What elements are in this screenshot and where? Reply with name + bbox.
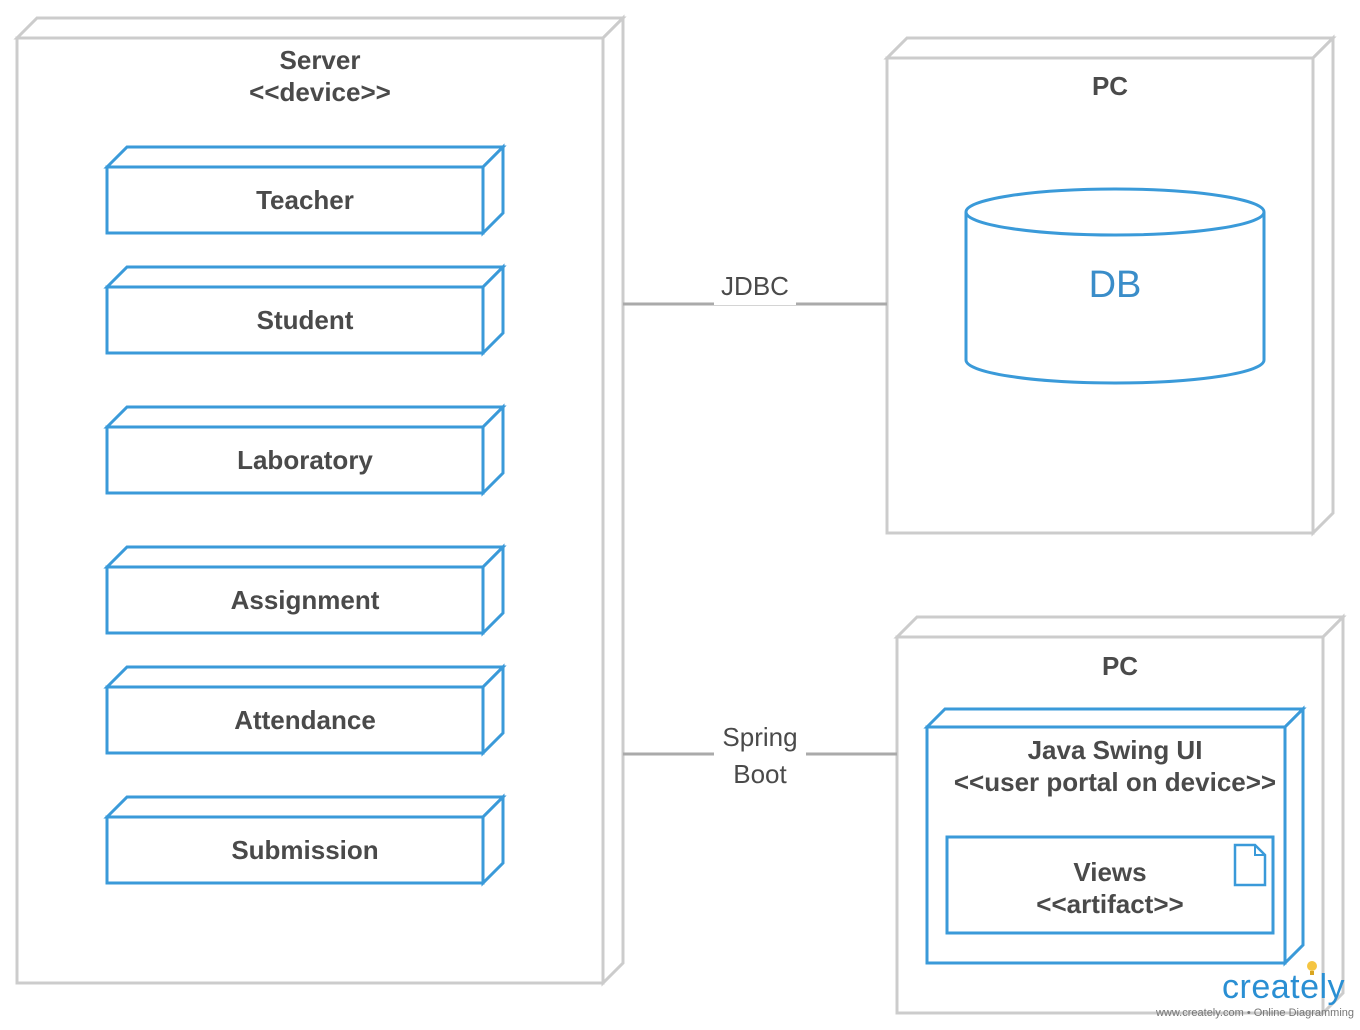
- java-swing-ui-title: Java Swing UI: [1027, 735, 1203, 765]
- db-label: DB: [1088, 264, 1142, 306]
- component-label-submission: Submission: [231, 835, 379, 865]
- component-label-assignment: Assignment: [230, 585, 380, 615]
- component-label-teacher: Teacher: [256, 185, 354, 215]
- component-label-attendance: Attendance: [234, 705, 376, 735]
- component-assignment[interactable]: [103, 543, 507, 637]
- component-label-student: Student: [256, 305, 354, 335]
- spring-label: Spring: [714, 718, 806, 756]
- creately-tagline: www.creately.com • Online Diagramming: [1155, 1007, 1354, 1019]
- component-laboratory[interactable]: [103, 403, 507, 497]
- creately-logo: creately: [1222, 968, 1346, 1006]
- server-stereotype: <<device>>: [249, 77, 391, 107]
- artifact-stereotype: <<artifact>>: [1036, 889, 1184, 919]
- component-teacher[interactable]: [103, 143, 507, 237]
- database-cylinder[interactable]: [964, 187, 1266, 385]
- pc-db-title: PC: [1091, 71, 1129, 101]
- pc-ui-title: PC: [1101, 651, 1139, 681]
- document-icon: [1233, 843, 1267, 887]
- artifact-title: Views: [1073, 857, 1147, 887]
- server-title: Server: [279, 45, 361, 75]
- component-attendance[interactable]: [103, 663, 507, 757]
- boot-label: Boot: [714, 756, 806, 792]
- component-label-laboratory: Laboratory: [237, 445, 373, 475]
- jdbc-label: JDBC: [714, 267, 796, 305]
- component-submission[interactable]: [103, 793, 507, 887]
- java-swing-ui-stereotype: <<user portal on device>>: [953, 767, 1277, 797]
- component-student[interactable]: [103, 263, 507, 357]
- lightbulb-icon: [1307, 961, 1317, 975]
- artifact-views[interactable]: [945, 835, 1275, 935]
